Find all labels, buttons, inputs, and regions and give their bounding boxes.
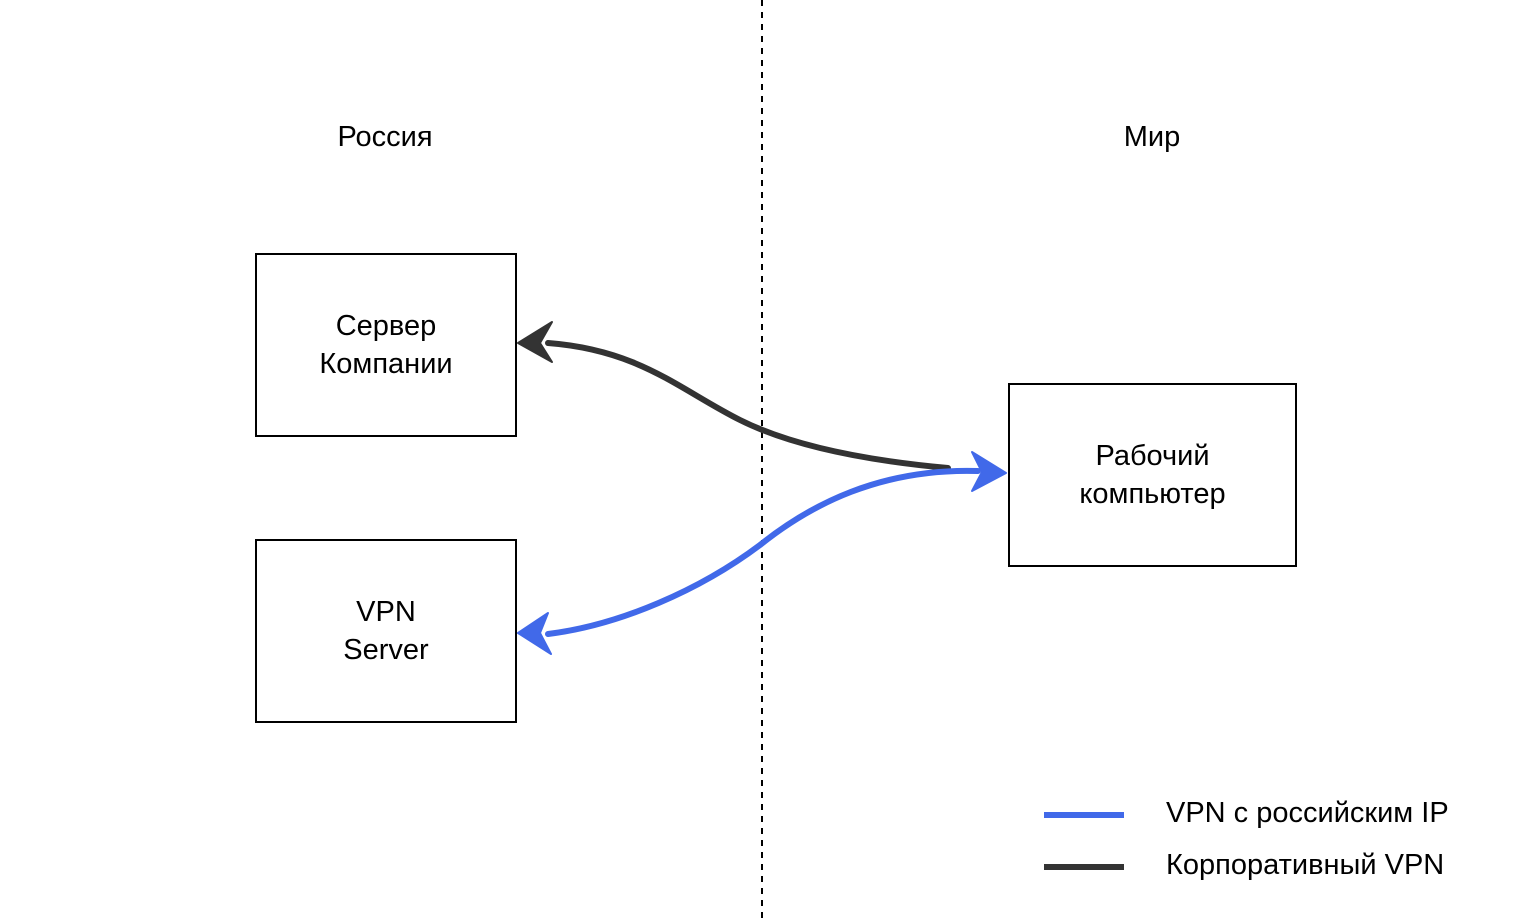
work-computer-label-line1: Рабочий: [1095, 440, 1210, 472]
vpn-server-node: VPN Server: [255, 539, 517, 723]
company-server-label-line1: Сервер: [335, 310, 437, 342]
region-label-russia: Россия: [337, 121, 433, 153]
legend-label-corporate-vpn: Корпоративный VPN: [1166, 849, 1445, 881]
region-label-world: Мир: [1123, 121, 1181, 153]
vpn-server-label-line2: Server: [343, 634, 429, 666]
vpn-russian-ip-arrowhead-left: [517, 612, 552, 655]
vpn-russian-ip-arrowhead-right: [971, 451, 1007, 492]
legend-item-corporate-vpn: Корпоративный VPN: [1044, 846, 1504, 886]
legend-label-vpn-russian-ip: VPN с российским IP: [1166, 797, 1449, 829]
vpn-russian-ip-connection: [545, 467, 981, 637]
company-server-node: Сервер Компании: [255, 253, 517, 437]
work-computer-label-line2: компьютер: [1079, 478, 1226, 510]
legend-swatch-dark: [1044, 864, 1124, 870]
vpn-server-label-line1: VPN: [356, 596, 416, 628]
legend-swatch-blue: [1044, 812, 1124, 818]
legend-item-vpn-russian-ip: VPN с российским IP: [1044, 794, 1504, 834]
company-server-label-line2: Компании: [319, 348, 453, 380]
corporate-vpn-arrowhead: [517, 321, 553, 363]
corporate-vpn-connection: [545, 340, 951, 471]
work-computer-node: Рабочий компьютер: [1008, 383, 1297, 567]
